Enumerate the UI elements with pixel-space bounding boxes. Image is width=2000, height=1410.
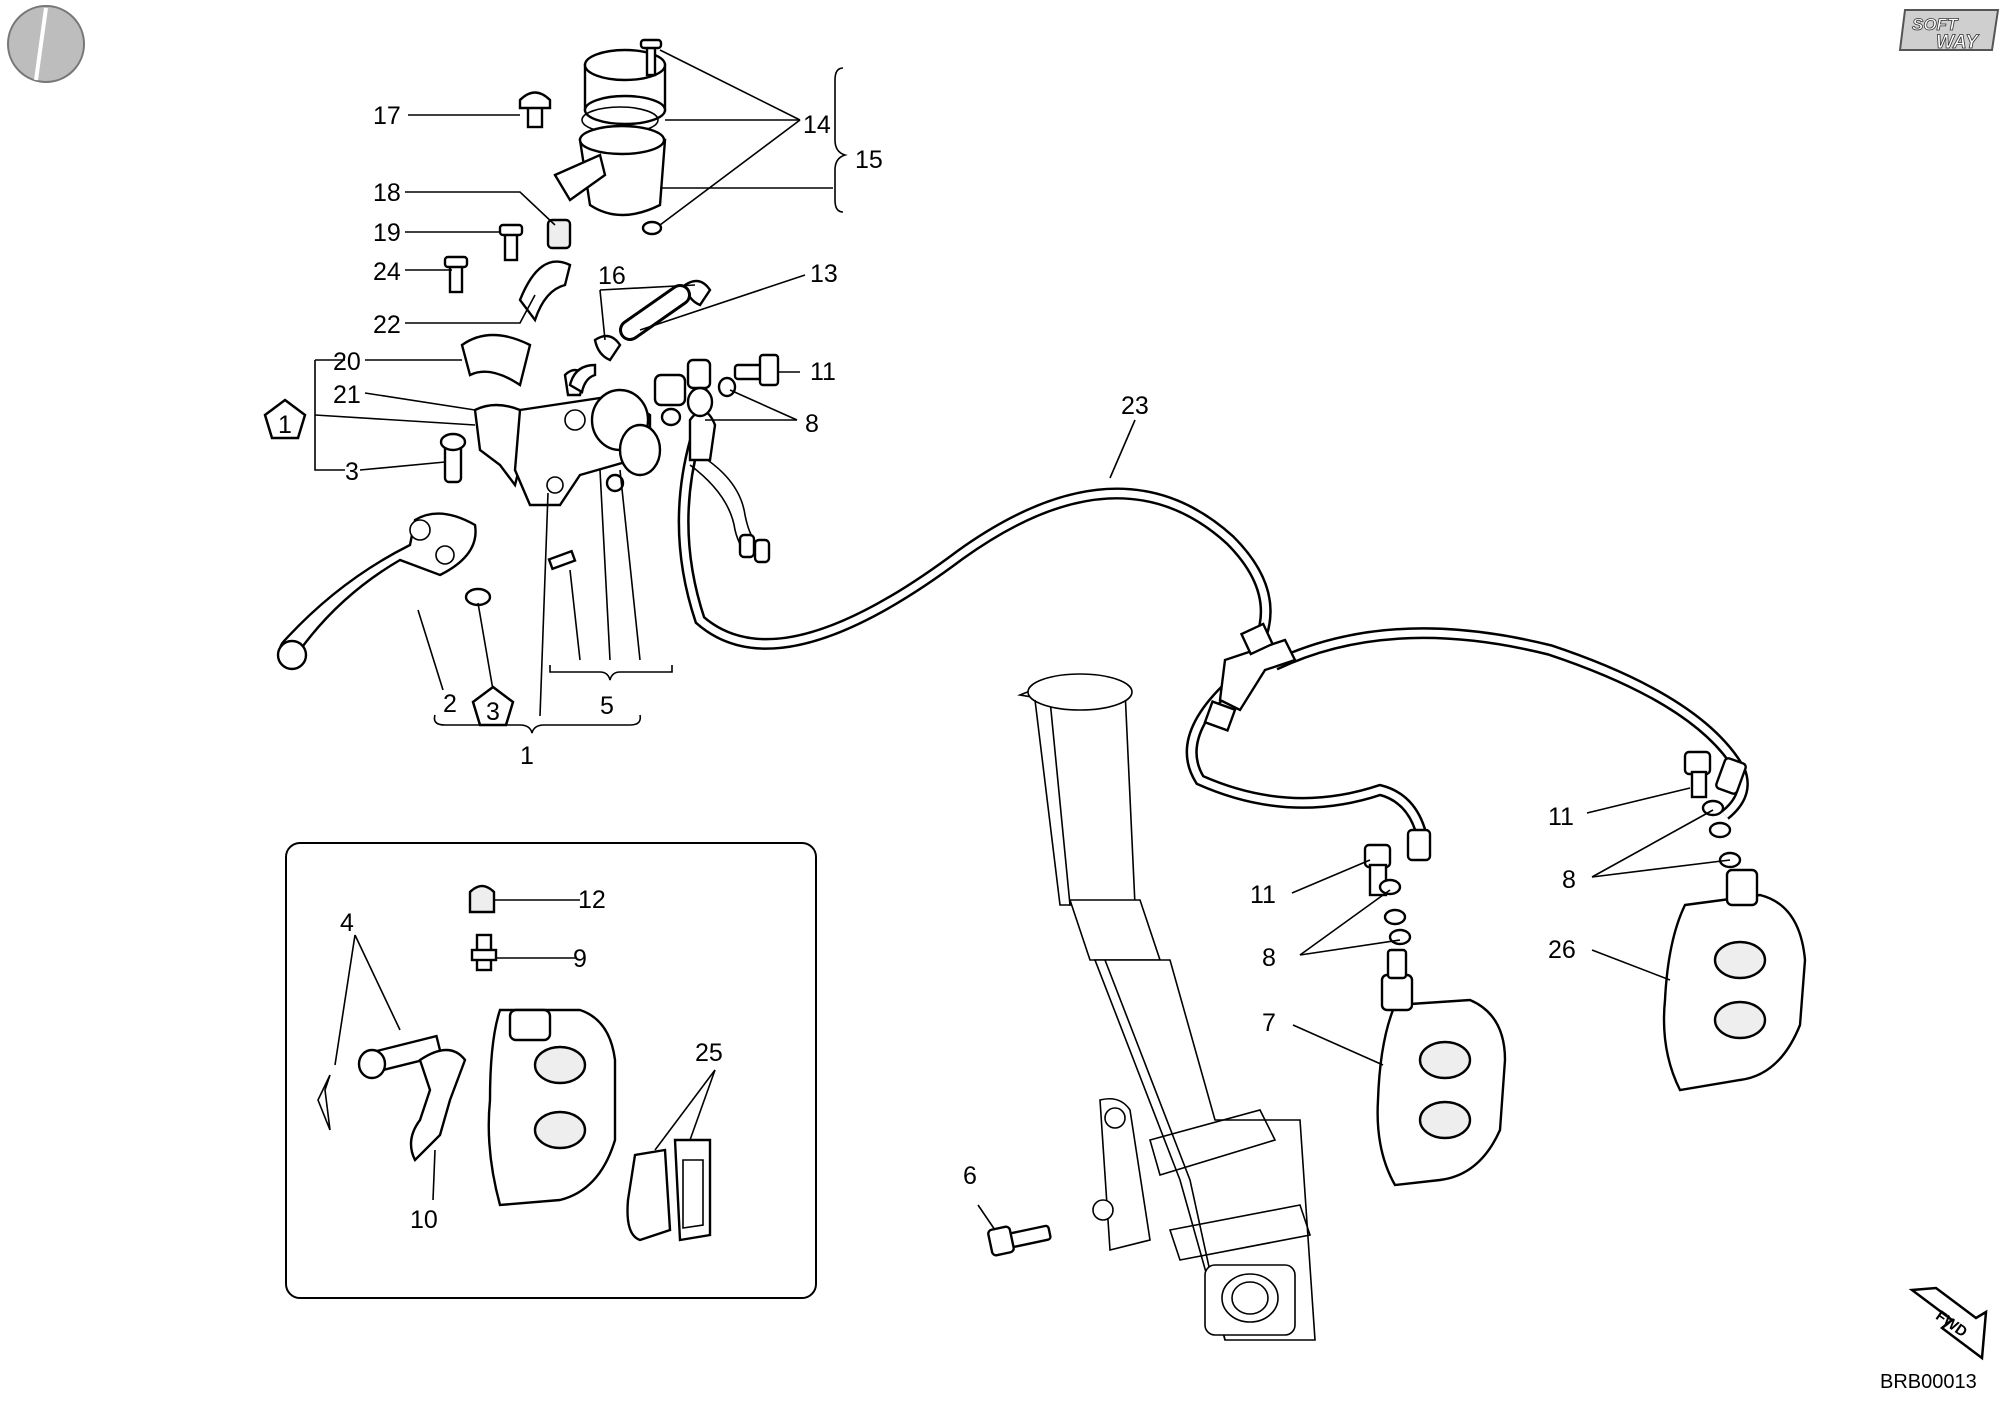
caliper-left (1363, 843, 1507, 1187)
corner-disc-icon (7, 5, 85, 83)
logo-line2: WAY (1936, 32, 1980, 53)
brake-hose-right-caliper (1272, 627, 1749, 820)
callout-25: 25 (695, 1039, 723, 1067)
callout-8-left: 8 (1262, 944, 1276, 972)
fwd-arrow-icon: FWD (1908, 1286, 1988, 1361)
callout-6: 6 (963, 1162, 977, 1190)
callout-labels: 17 18 19 24 22 20 21 3 2 5 1 14 15 16 13… (333, 102, 1576, 1234)
banjo-right-hose (1715, 757, 1747, 795)
callout-13: 13 (810, 260, 838, 288)
pentagon-badge-3-text: 3 (486, 698, 500, 726)
callout-9: 9 (573, 945, 587, 973)
pentagon-badge-1: 1 (263, 398, 307, 440)
hose-splitter (1203, 622, 1297, 732)
brake-hose-left-caliper (1185, 685, 1431, 856)
callout-5: 5 (600, 692, 614, 720)
callout-20: 20 (333, 348, 361, 376)
brake-hose-main (677, 438, 1272, 650)
callout-10: 10 (410, 1206, 438, 1234)
softway-logo: SOFT WAY (1898, 9, 2000, 53)
callout-16: 16 (598, 262, 626, 290)
callout-8-right: 8 (1562, 866, 1576, 894)
callout-15: 15 (855, 146, 883, 174)
callout-19: 19 (373, 219, 401, 247)
logo-line1: SOFT (1912, 15, 1959, 34)
inset-box (285, 842, 817, 1299)
bolt-6 (987, 1224, 1052, 1257)
callout-1: 1 (520, 742, 534, 770)
callout-3: 3 (345, 458, 359, 486)
callout-11-master: 11 (810, 358, 836, 386)
callout-21: 21 (333, 381, 361, 409)
callout-11-right: 11 (1548, 803, 1574, 831)
master-cylinder-assembly (276, 38, 780, 671)
callout-17: 17 (373, 102, 401, 130)
drawing-code: BRB00013 (1880, 1371, 1977, 1393)
callout-24: 24 (373, 258, 401, 286)
bracket-1 (433, 714, 642, 734)
callout-23: 23 (1121, 392, 1149, 420)
callout-14: 14 (803, 111, 831, 139)
callout-22: 22 (373, 311, 401, 339)
caliper-parts-inset (317, 884, 712, 1242)
callout-7: 7 (1262, 1009, 1276, 1037)
pentagon-badge-3: 3 (471, 685, 515, 727)
fork-leg (1017, 673, 1316, 1341)
pentagon-badge-1-text: 1 (278, 411, 292, 439)
bracket-15 (834, 67, 848, 213)
callout-18: 18 (373, 179, 401, 207)
callout-11-left: 11 (1250, 881, 1276, 909)
caliper-right (1662, 750, 1807, 1092)
banjo-left-hose (1406, 828, 1432, 862)
leader-lines (314, 49, 1731, 1231)
callout-2: 2 (443, 690, 457, 718)
bracket-5 (549, 665, 673, 681)
callout-8-master: 8 (805, 410, 819, 438)
callout-12: 12 (578, 886, 606, 914)
callout-26: 26 (1548, 936, 1576, 964)
callout-4: 4 (340, 909, 354, 937)
